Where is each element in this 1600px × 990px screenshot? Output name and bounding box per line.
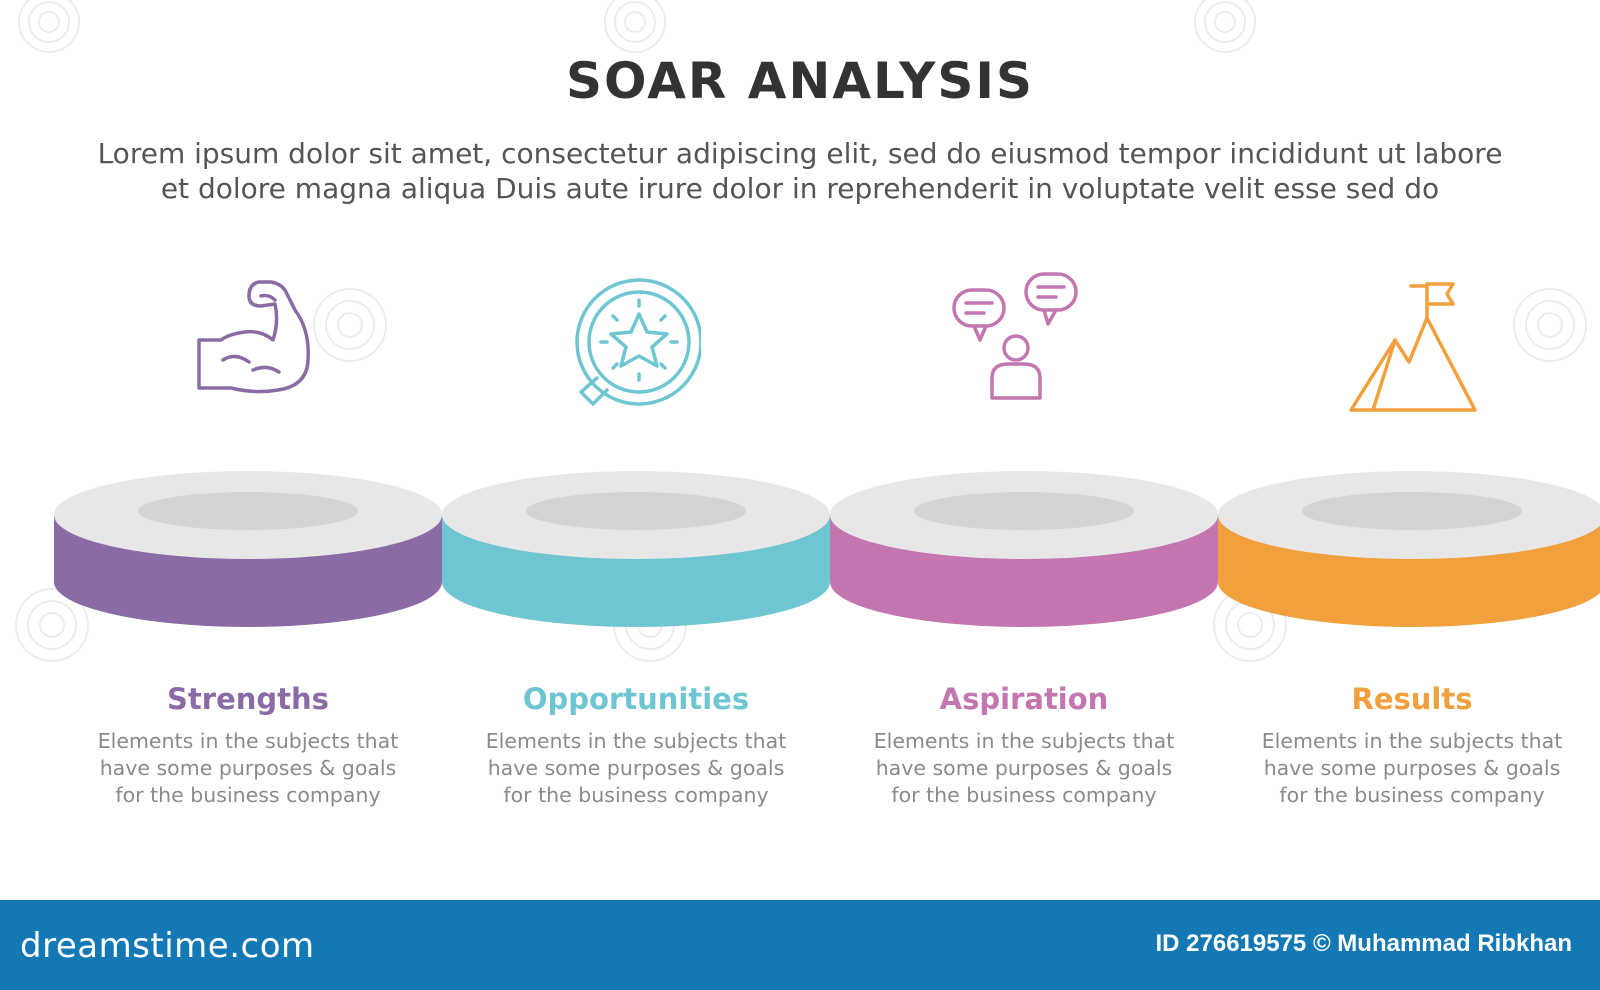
pillar-results: Results Elements in the subjects that ha… [1218, 270, 1600, 830]
ring-platform-hole [138, 492, 358, 530]
intro-text-line: Lorem ipsum dolor sit amet, consectetur … [97, 137, 1503, 170]
pillar-description: Elements in the subjects that have some … [54, 728, 442, 809]
description-line: have some purposes & goals [875, 756, 1173, 780]
ring-platform-hole [914, 492, 1134, 530]
ring-platform [442, 471, 830, 627]
flexed-arm-icon [197, 280, 310, 394]
intro-text-line: et dolore magna aliqua Duis aute irure d… [160, 172, 1440, 205]
image-credit: ID 276619575 © Muhammad Ribkhan [1155, 930, 1572, 957]
person-speech-icon [952, 272, 1078, 400]
description-line: have some purposes & goals [1263, 756, 1561, 780]
description-line: Elements in the subjects that [873, 729, 1175, 753]
ring-platform-hole [1302, 492, 1522, 530]
page-title: SOAR ANALYSIS [566, 52, 1034, 110]
ring-platform [830, 471, 1218, 627]
description-line: for the business company [115, 783, 381, 807]
watermark-spiral-icon [1194, 0, 1256, 53]
description-line: Elements in the subjects that [97, 729, 399, 753]
watermark-spiral-icon [1513, 288, 1587, 362]
watermark-spiral-icon [18, 0, 80, 53]
pillar-opportunities: Opportunities Elements in the subjects t… [442, 270, 830, 830]
pillar-description: Elements in the subjects that have some … [1218, 728, 1600, 809]
pillar-strengths: Strengths Elements in the subjects that … [54, 270, 442, 830]
description-line: have some purposes & goals [99, 756, 397, 780]
ring-platform [1218, 471, 1600, 627]
brand-logo[interactable]: dreamstime.com [20, 926, 315, 966]
watermark-spiral-icon [313, 288, 387, 362]
footer-bar: dreamstime.com ID 276619575 © Muhammad R… [0, 900, 1600, 990]
intro-text: Lorem ipsum dolor sit amet, consectetur … [60, 136, 1540, 206]
pillar-aspiration: Aspiration Elements in the subjects that… [830, 270, 1218, 830]
description-line: for the business company [503, 783, 769, 807]
pillar-description: Elements in the subjects that have some … [830, 728, 1218, 809]
pillar-label: Strengths [167, 682, 329, 716]
star-badge-icon [575, 278, 701, 406]
description-line: for the business company [891, 783, 1157, 807]
description-line: have some purposes & goals [487, 756, 785, 780]
description-line: Elements in the subjects that [485, 729, 787, 753]
mountain-flag-icon [1349, 282, 1477, 412]
description-line: for the business company [1279, 783, 1545, 807]
description-line: Elements in the subjects that [1261, 729, 1563, 753]
watermark-spiral-icon [15, 588, 89, 662]
pillar-label: Aspiration [939, 682, 1109, 716]
pillar-label: Results [1351, 682, 1473, 716]
watermark-spiral-icon [604, 0, 666, 53]
pillar-description: Elements in the subjects that have some … [442, 728, 830, 809]
ring-platform [54, 471, 442, 627]
ring-platform-hole [526, 492, 746, 530]
pillar-label: Opportunities [522, 682, 750, 716]
